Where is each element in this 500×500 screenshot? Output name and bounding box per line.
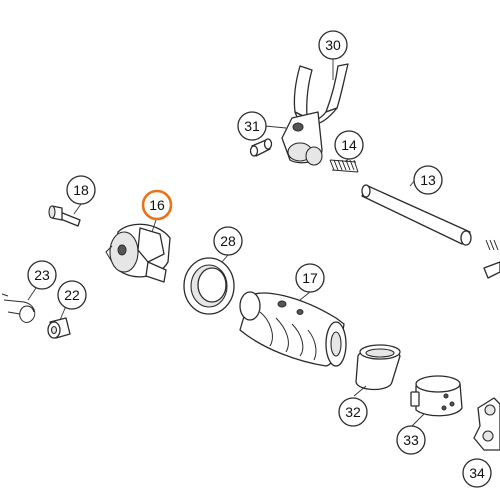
part-31-pin[interactable] [249,138,273,157]
callout-18[interactable]: 18 [66,175,96,205]
callout-23[interactable]: 23 [27,260,57,290]
part-18-bolt[interactable] [48,205,81,227]
part-17-shift-drum[interactable] [239,291,347,367]
svg-text:17: 17 [302,270,318,286]
svg-text:22: 22 [64,287,80,303]
part-13-shaft[interactable] [361,184,472,246]
part-16-locating-unit[interactable] [105,223,171,283]
part-34-bracket[interactable] [473,397,500,451]
callout-17[interactable]: 17 [295,263,325,293]
part-14-spring[interactable] [329,159,359,173]
svg-text:31: 31 [244,118,260,134]
part-28-seal-ring[interactable] [183,257,235,315]
part-23-spring-clip[interactable] [1,293,36,323]
svg-text:14: 14 [341,137,357,153]
edge-spring-right [483,239,500,279]
callout-30[interactable]: 30 [318,30,348,60]
svg-text:16: 16 [149,197,165,213]
svg-text:33: 33 [403,432,419,448]
part-33-drum-bearing[interactable] [410,375,463,417]
callout-28[interactable]: 28 [213,226,243,256]
callout-13[interactable]: 13 [413,165,443,195]
svg-text:28: 28 [220,233,236,249]
callout-16[interactable]: 16 [141,189,173,221]
svg-text:30: 30 [325,37,341,53]
callout-33[interactable]: 33 [396,425,426,455]
svg-text:18: 18 [73,182,89,198]
part-32-bearing-sleeve[interactable] [355,344,401,391]
callout-14[interactable]: 14 [334,130,364,160]
callout-22[interactable]: 22 [57,280,87,310]
svg-text:34: 34 [469,465,485,481]
part-22-bushing[interactable] [47,317,71,339]
callout-34[interactable]: 34 [462,458,492,488]
callout-31[interactable]: 31 [237,111,267,141]
callout-32[interactable]: 32 [338,397,368,427]
svg-text:13: 13 [420,172,436,188]
svg-text:23: 23 [34,267,50,283]
part-30-shift-fork[interactable] [281,63,349,166]
svg-text:32: 32 [345,404,361,420]
